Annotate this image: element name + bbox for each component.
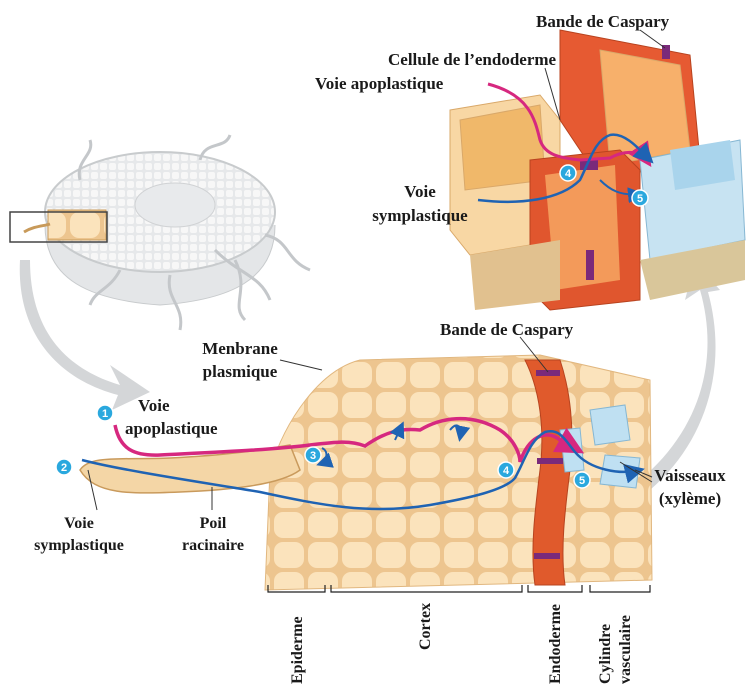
svg-text:5: 5 <box>637 193 643 205</box>
step-marker: 2 <box>56 459 72 475</box>
label-root-hair-2: racinaire <box>182 537 244 554</box>
label-caspary-mid: Bande de Caspary <box>440 320 574 339</box>
step-marker: 5 <box>632 190 648 206</box>
label-symplast-2: symplastique <box>34 537 124 554</box>
label-membrane-1: Menbrane <box>202 339 278 358</box>
label-vessels-1: Vaisseaux <box>654 466 726 485</box>
region-label-endoderme: Endoderme <box>547 604 564 684</box>
svg-text:3: 3 <box>310 450 316 462</box>
label-root-hair-1: Poil <box>200 515 227 532</box>
label-membrane-2: plasmique <box>203 362 278 381</box>
svg-text:4: 4 <box>565 168 572 180</box>
region-braces <box>268 585 650 592</box>
caspary-strip <box>534 553 560 559</box>
xylem-vessel <box>590 405 630 445</box>
step-marker: 1 <box>97 405 113 421</box>
step-marker: 5 <box>574 472 590 488</box>
step-marker: 4 <box>498 462 514 478</box>
svg-text:5: 5 <box>579 475 585 487</box>
caspary-strip <box>586 250 594 280</box>
label-caspary-top: Bande de Caspary <box>536 12 670 31</box>
step-marker: 4 <box>560 165 576 181</box>
caspary-strip <box>536 370 560 376</box>
svg-text:1: 1 <box>102 408 108 420</box>
step-marker: 3 <box>305 447 321 463</box>
region-label-cortex: Cortex <box>417 603 434 650</box>
label-symplast-1: Voie <box>64 515 94 532</box>
label-vessels-2: (xylème) <box>659 489 721 508</box>
label-apoplast-top: Voie apoplastique <box>315 74 444 93</box>
svg-text:4: 4 <box>503 465 510 477</box>
label-endoderm-cell: Cellule de l’endoderme <box>388 50 557 69</box>
svg-text:2: 2 <box>61 462 67 474</box>
label-apoplast-1: Voie <box>138 396 170 415</box>
caspary-strip <box>537 458 563 464</box>
root-tissue-block <box>80 355 652 590</box>
region-label-epiderme: Epiderme <box>289 616 306 684</box>
label-symplast-top-1: Voie <box>404 182 436 201</box>
label-symplast-top-2: symplastique <box>372 206 468 225</box>
label-apoplast-2: apoplastique <box>125 419 218 438</box>
root-cross-section <box>10 135 310 330</box>
endoderm-3d-block <box>450 30 745 310</box>
